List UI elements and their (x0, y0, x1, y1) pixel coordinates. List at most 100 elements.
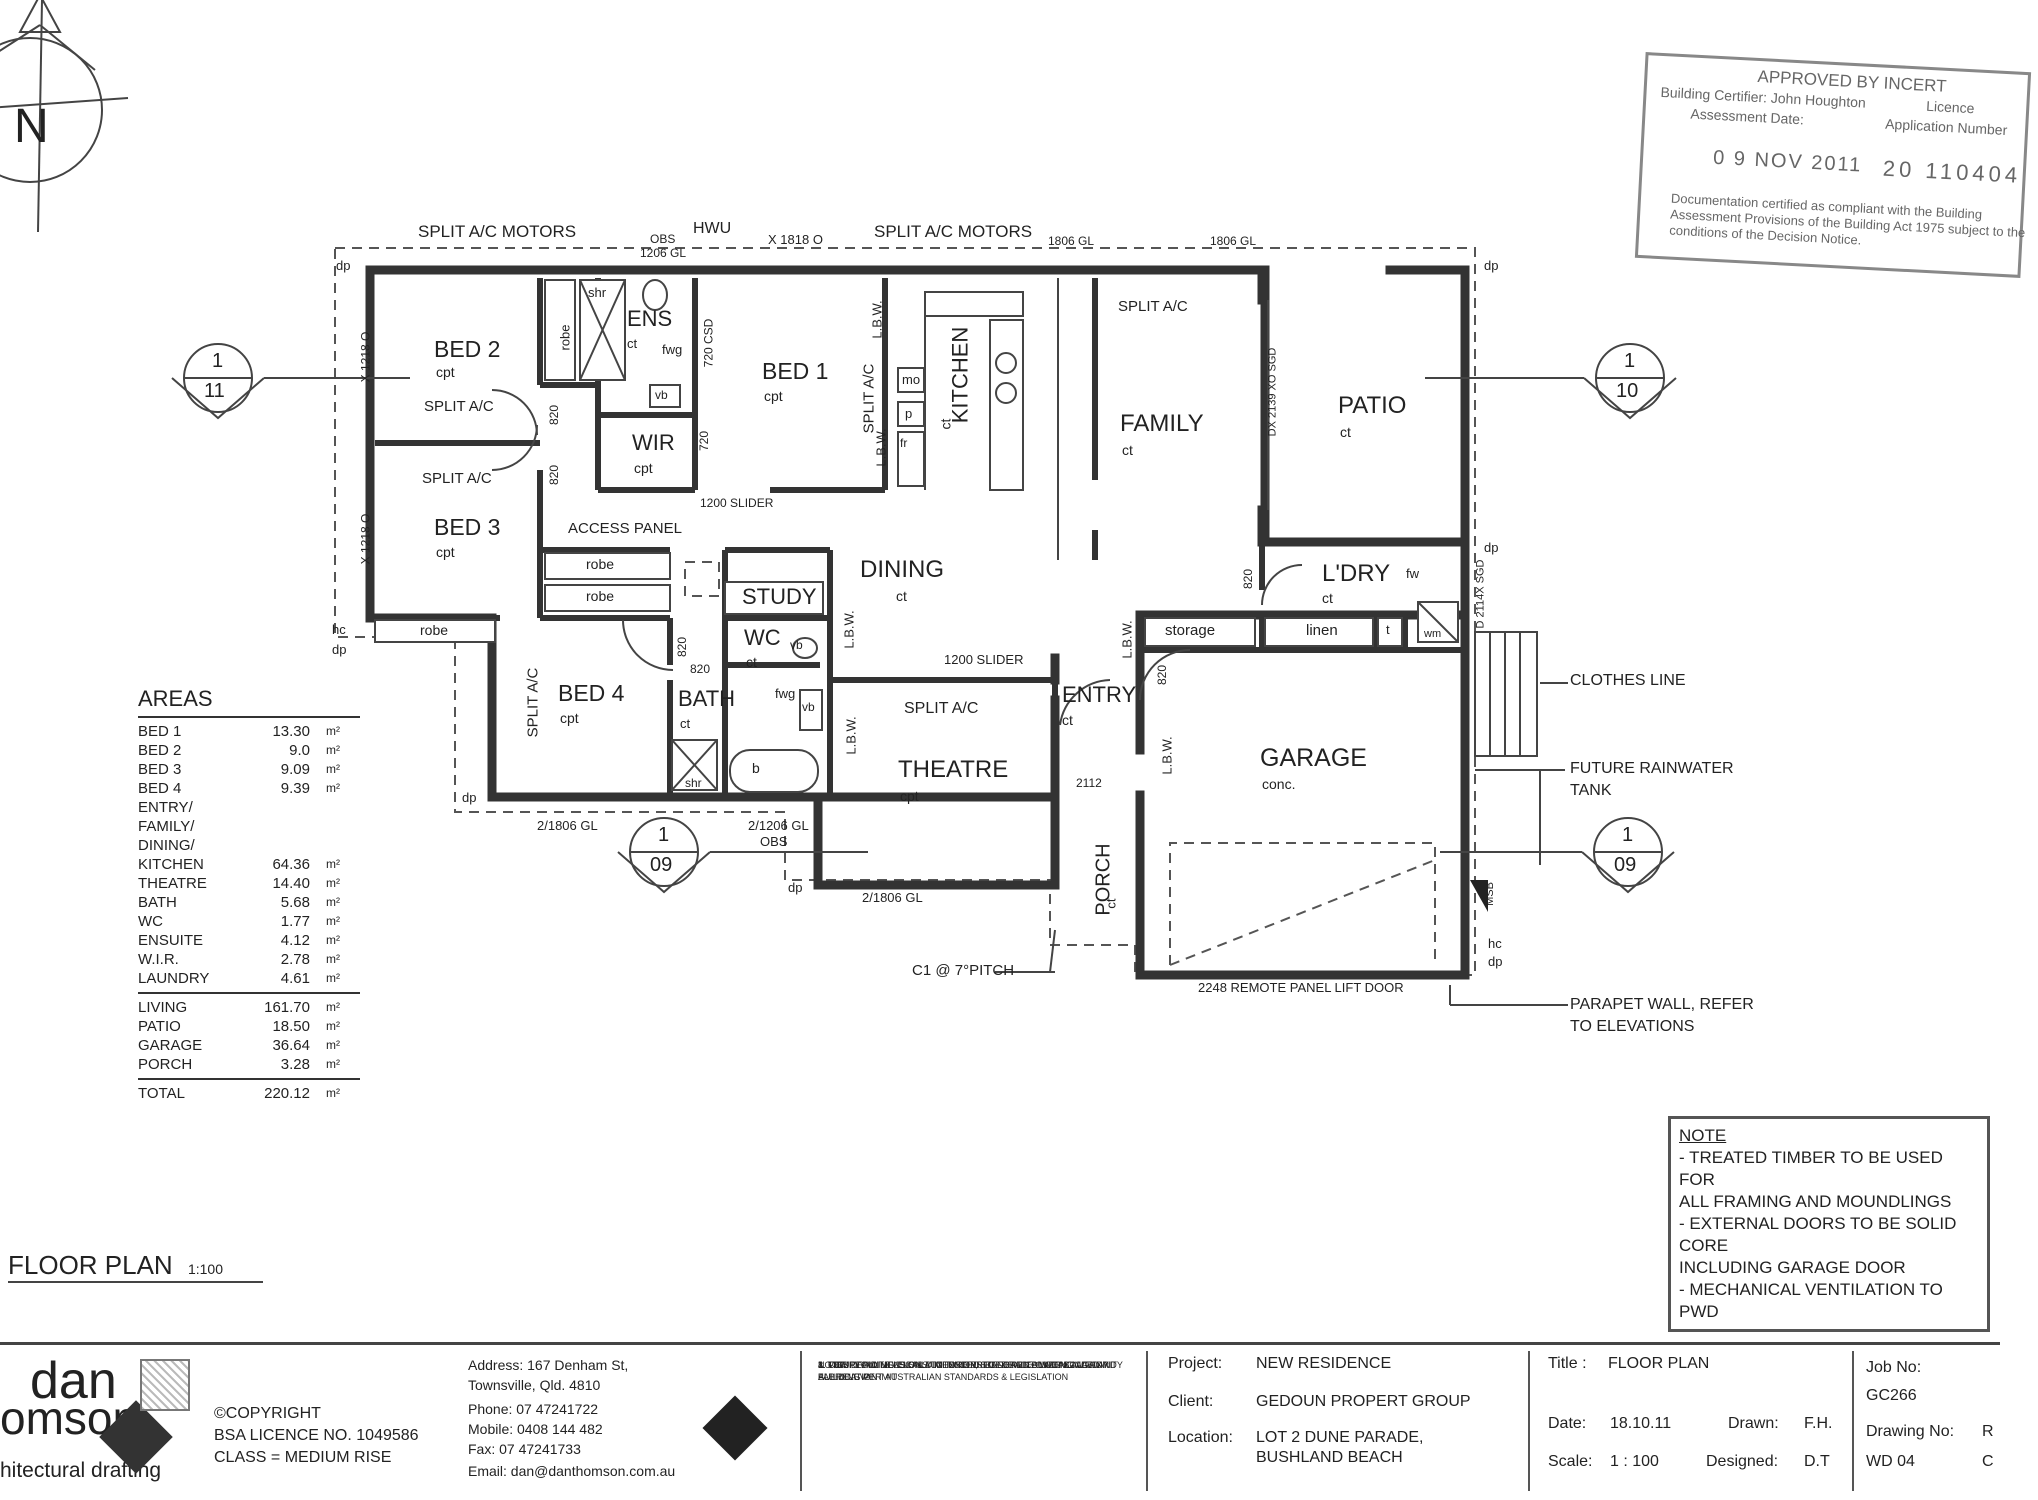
room-laundry-finish: ct (1322, 590, 1333, 606)
area-name: BATH (138, 894, 177, 911)
area-total-value: 220.12 (264, 1085, 310, 1102)
note-line: - EXTERNAL DOORS TO BE SOLID CORE (1679, 1214, 1957, 1255)
room-dining-finish: ct (896, 588, 907, 604)
area-name: BED 4 (138, 780, 182, 797)
area-name: LAUNDRY (138, 970, 210, 987)
section-marker-br-top: 1 (1622, 824, 1634, 846)
label-gl-1806a: 1806 GL (1048, 234, 1095, 248)
area-unit: m² (326, 876, 340, 890)
label-dp-2: dp (1484, 258, 1499, 273)
label-hwu: HWU (693, 220, 732, 237)
area-value: 1.77 (280, 913, 310, 930)
area-name: PORCH (138, 1056, 193, 1073)
label-t: t (1386, 622, 1390, 637)
tb-project-label: Project: (1168, 1355, 1223, 1372)
note-line: INCLUDING GARAGE DOOR (1679, 1258, 1906, 1277)
label-slider-1200a: 1200 SLIDER (700, 496, 774, 510)
tb-phone: Phone: 07 47241722 (468, 1401, 599, 1417)
tb-drawing-label: Drawing No: (1866, 1423, 1955, 1440)
label-dp-5: dp (462, 790, 477, 805)
note-title: NOTE (1679, 1126, 1727, 1145)
room-study: STUDY (742, 584, 817, 609)
tb-client-label: Client: (1168, 1393, 1214, 1410)
plan-title-label: FLOOR PLAN (8, 1250, 173, 1280)
tb-drawn: F.H. (1804, 1415, 1833, 1432)
label-split-ac-bed4: SPLIT A/C (524, 667, 542, 738)
label-lbw-5: L.B.W. (1119, 620, 1135, 659)
area-name: ENSUITE (138, 932, 204, 949)
label-gl2-1206: 2/1206 GL (748, 818, 809, 833)
room-bath: BATH (678, 686, 736, 711)
tb-drawn-label: Drawn: (1728, 1415, 1779, 1432)
tb-scale: 1 : 100 (1610, 1453, 1659, 1470)
room-bed4-finish: cpt (560, 710, 579, 726)
approval-stamp: APPROVED BY INCERT Building Certifier: J… (1634, 52, 2032, 278)
label-lbw-3: L.B.W. (841, 610, 857, 649)
label-parapet: PARAPET WALL, REFER (1570, 996, 1754, 1013)
room-wir-finish: cpt (634, 460, 653, 476)
area-name: W.I.R. (138, 951, 179, 968)
area-unit: m² (326, 1019, 340, 1033)
area-unit: m² (326, 1000, 340, 1014)
stamp-number: 20 110404 (1882, 155, 2022, 188)
tb-job-label: Job No: (1866, 1359, 1922, 1376)
label-lbw-2: L.B.W. (873, 428, 889, 467)
area-value: 5.68 (280, 894, 310, 911)
tb-client: GEDOUN PROPERT GROUP (1256, 1393, 1471, 1410)
room-wc: WC (744, 625, 781, 650)
logo-sketch-icon (140, 1359, 190, 1411)
label-sgd-ldry: D 2114X SGD (1474, 559, 1487, 629)
tb-rev-label: R (1982, 1423, 1994, 1440)
area-value: 18.50 (272, 1018, 310, 1035)
label-lbw-1: L.B.W. (869, 300, 885, 339)
room-patio-finish: ct (1340, 424, 1351, 440)
tb-email: Email: dan@danthomson.com.au (468, 1463, 676, 1479)
label-vb-ens: vb (655, 388, 668, 402)
label-clothes-line: CLOTHES LINE (1570, 672, 1686, 689)
label-lbw-6: L.B.W. (1159, 736, 1175, 775)
label-fwg-bath: fwg (775, 686, 796, 701)
stamp-assessment: Assessment Date: (1690, 105, 1805, 128)
area-row: DINING/ (138, 836, 360, 855)
area-row: FAMILY/ (138, 817, 360, 836)
plan-title: FLOOR PLAN 1:100 (8, 1250, 263, 1283)
area-unit (310, 836, 340, 855)
areas-title: AREAS (138, 686, 213, 711)
room-wir: WIR (632, 430, 675, 455)
label-msb: MSB (1483, 882, 1496, 906)
room-porch-finish: ct (1103, 898, 1119, 909)
room-entry-finish: ct (1062, 712, 1073, 728)
label-gl2-1806: 2/1806 GL (537, 818, 598, 833)
tb-address2: Townsville, Qld. 4810 (468, 1377, 601, 1393)
tb-note-title: NOTE: (818, 1360, 846, 1370)
label-x1218b: X 1218 O (358, 513, 373, 565)
tb-note-3: 3. COMPLY WITH LOCAL AUTHORITY, STANDARD… (818, 1360, 1117, 1382)
tb-project: NEW RESIDENCE (1256, 1355, 1392, 1372)
section-marker-br-num: 09 (1614, 854, 1637, 876)
area-unit: m² (326, 1038, 340, 1052)
area-unit (310, 817, 340, 836)
tb-title-label: Title : (1548, 1355, 1587, 1372)
label-sgd-patio: DX 2139 XO SGD (1266, 347, 1279, 437)
label-dp-3: dp (1484, 540, 1499, 555)
room-garage-finish: conc. (1262, 776, 1296, 792)
area-unit: m² (326, 914, 340, 928)
label-dp-7: dp (1488, 954, 1503, 969)
area-name: PATIO (138, 1018, 181, 1035)
area-unit: m² (326, 762, 340, 776)
label-robe-3: robe (420, 622, 449, 638)
area-value (248, 817, 310, 836)
area-name: FAMILY/ (138, 818, 195, 835)
label-w820-d: 820 (675, 636, 690, 658)
area-unit: m² (326, 895, 340, 909)
